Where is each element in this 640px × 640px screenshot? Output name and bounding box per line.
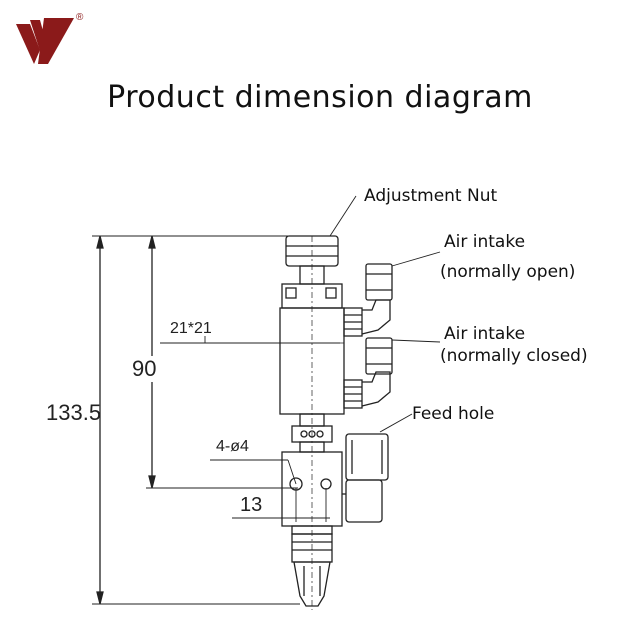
dimension-line-spacing	[232, 488, 330, 522]
dim-hole-spacing: 13	[240, 494, 263, 516]
dim-section: 21*21	[170, 320, 212, 337]
label-feed-hole: Feed hole	[412, 404, 495, 424]
label-air-intake-open: Air intake	[444, 232, 526, 252]
feed-fitting	[342, 433, 389, 523]
logo-mark-icon	[16, 18, 74, 64]
label-air-intake-open-sub: (normally open)	[440, 262, 576, 282]
registered-mark: ®	[76, 12, 84, 23]
callout-leaders	[329, 195, 441, 433]
nozzle	[291, 533, 333, 607]
label-adjustment-nut: Adjustment Nut	[364, 186, 498, 206]
air-fitting-open	[343, 263, 393, 337]
dim-overall-height: 133.5	[46, 400, 102, 425]
label-air-intake-closed: Air intake	[444, 324, 526, 344]
page-title: Product dimension diagram	[107, 80, 533, 115]
dimension-line-holes	[210, 459, 297, 485]
valve-body	[279, 236, 345, 610]
label-air-intake-closed-sub: (normally closed)	[440, 346, 588, 366]
air-fitting-closed	[343, 337, 393, 409]
dimension-line-overall	[92, 235, 300, 605]
dim-body-height: 90	[132, 356, 157, 382]
brand-logo	[16, 18, 74, 64]
dim-holes: 4-ø4	[216, 438, 249, 455]
